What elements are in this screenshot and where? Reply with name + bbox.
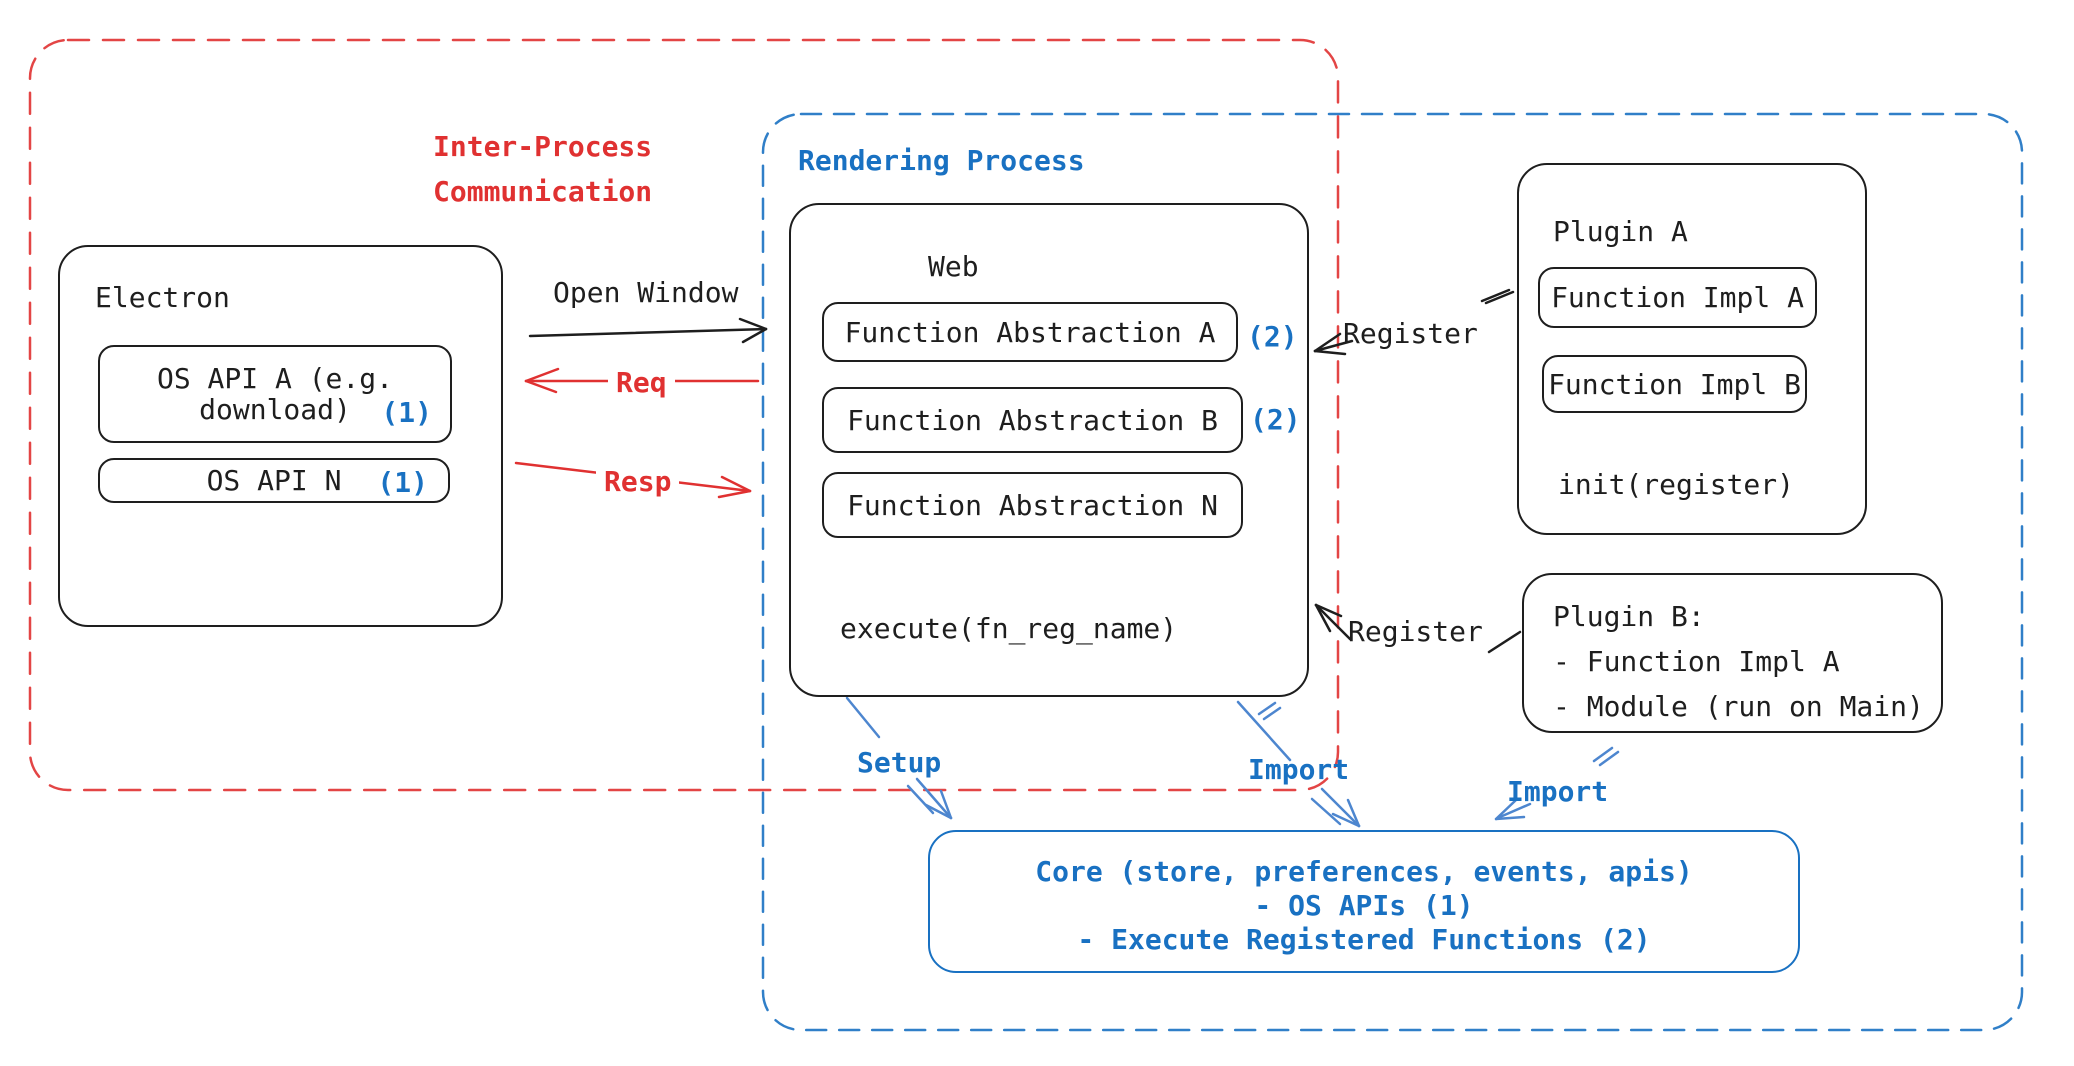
setup-arrow (845, 696, 953, 820)
core-box: Core (store, preferences, events, apis) … (928, 830, 1800, 973)
plugin-a-box (1517, 163, 1867, 535)
function-abstraction-b-box: Function Abstraction B (822, 387, 1243, 453)
register-a-label: Register (1343, 317, 1478, 350)
electron-title: Electron (95, 281, 230, 314)
plugin-b-text: Plugin B: - Function Impl A - Module (ru… (1553, 600, 1924, 723)
os-api-a-line1: OS API A (e.g. (156, 362, 393, 395)
req-label: Req (608, 366, 675, 399)
function-abstraction-b-badge: (2) (1250, 403, 1301, 436)
function-impl-b-label: Function Impl B (1548, 367, 1801, 401)
plugin-a-title: Plugin A (1553, 215, 1688, 248)
ipc-region-label: Inter-Process Communication (433, 130, 653, 208)
function-abstraction-a-badge: (2) (1247, 320, 1298, 353)
register-b-label: Register (1348, 615, 1483, 648)
import-web-arrow (1236, 700, 1361, 828)
execute-fn-label: execute(fn_reg_name) (840, 612, 1178, 645)
web-title: Web (928, 250, 979, 283)
register-a-arrow (1313, 288, 1515, 356)
open-window-arrow (528, 317, 768, 344)
function-abstraction-b-label: Function Abstraction B (847, 403, 1218, 437)
core-text: Core (store, preferences, events, apis) … (1035, 854, 1693, 956)
register-b-arrow (1314, 603, 1522, 654)
ipc-region-outline (28, 38, 1340, 792)
function-impl-a-label: Function Impl A (1551, 281, 1804, 314)
init-register-label: init(register) (1558, 468, 1795, 501)
setup-label: Setup (857, 746, 942, 779)
function-abstraction-n-box: Function Abstraction N (822, 472, 1243, 538)
os-api-n-label: OS API N (206, 464, 342, 497)
function-impl-a-box: Function Impl A (1538, 267, 1817, 328)
import-plugin-arrow (1494, 746, 1620, 821)
import-web-label: Import (1248, 753, 1350, 786)
os-api-n-badge: (1) (377, 466, 428, 499)
open-window-label: Open Window (553, 276, 739, 309)
os-api-a-badge: (1) (381, 396, 432, 429)
os-api-a-box: OS API A (e.g. download) (1) (98, 345, 452, 443)
function-abstraction-a-box: Function Abstraction A (822, 302, 1238, 362)
os-api-a-line2: download) (199, 393, 351, 426)
function-abstraction-n-label: Function Abstraction N (847, 488, 1218, 522)
os-api-n-box: OS API N (1) (98, 458, 450, 503)
rendering-region-outline (761, 112, 2024, 1032)
function-abstraction-a-label: Function Abstraction A (844, 315, 1216, 349)
plugin-b-box (1522, 573, 1943, 733)
import-plugin-label: Import (1507, 775, 1609, 808)
resp-label: Resp (596, 465, 680, 498)
rendering-region-label: Rendering Process (798, 144, 1085, 177)
function-impl-b-box: Function Impl B (1542, 355, 1807, 413)
